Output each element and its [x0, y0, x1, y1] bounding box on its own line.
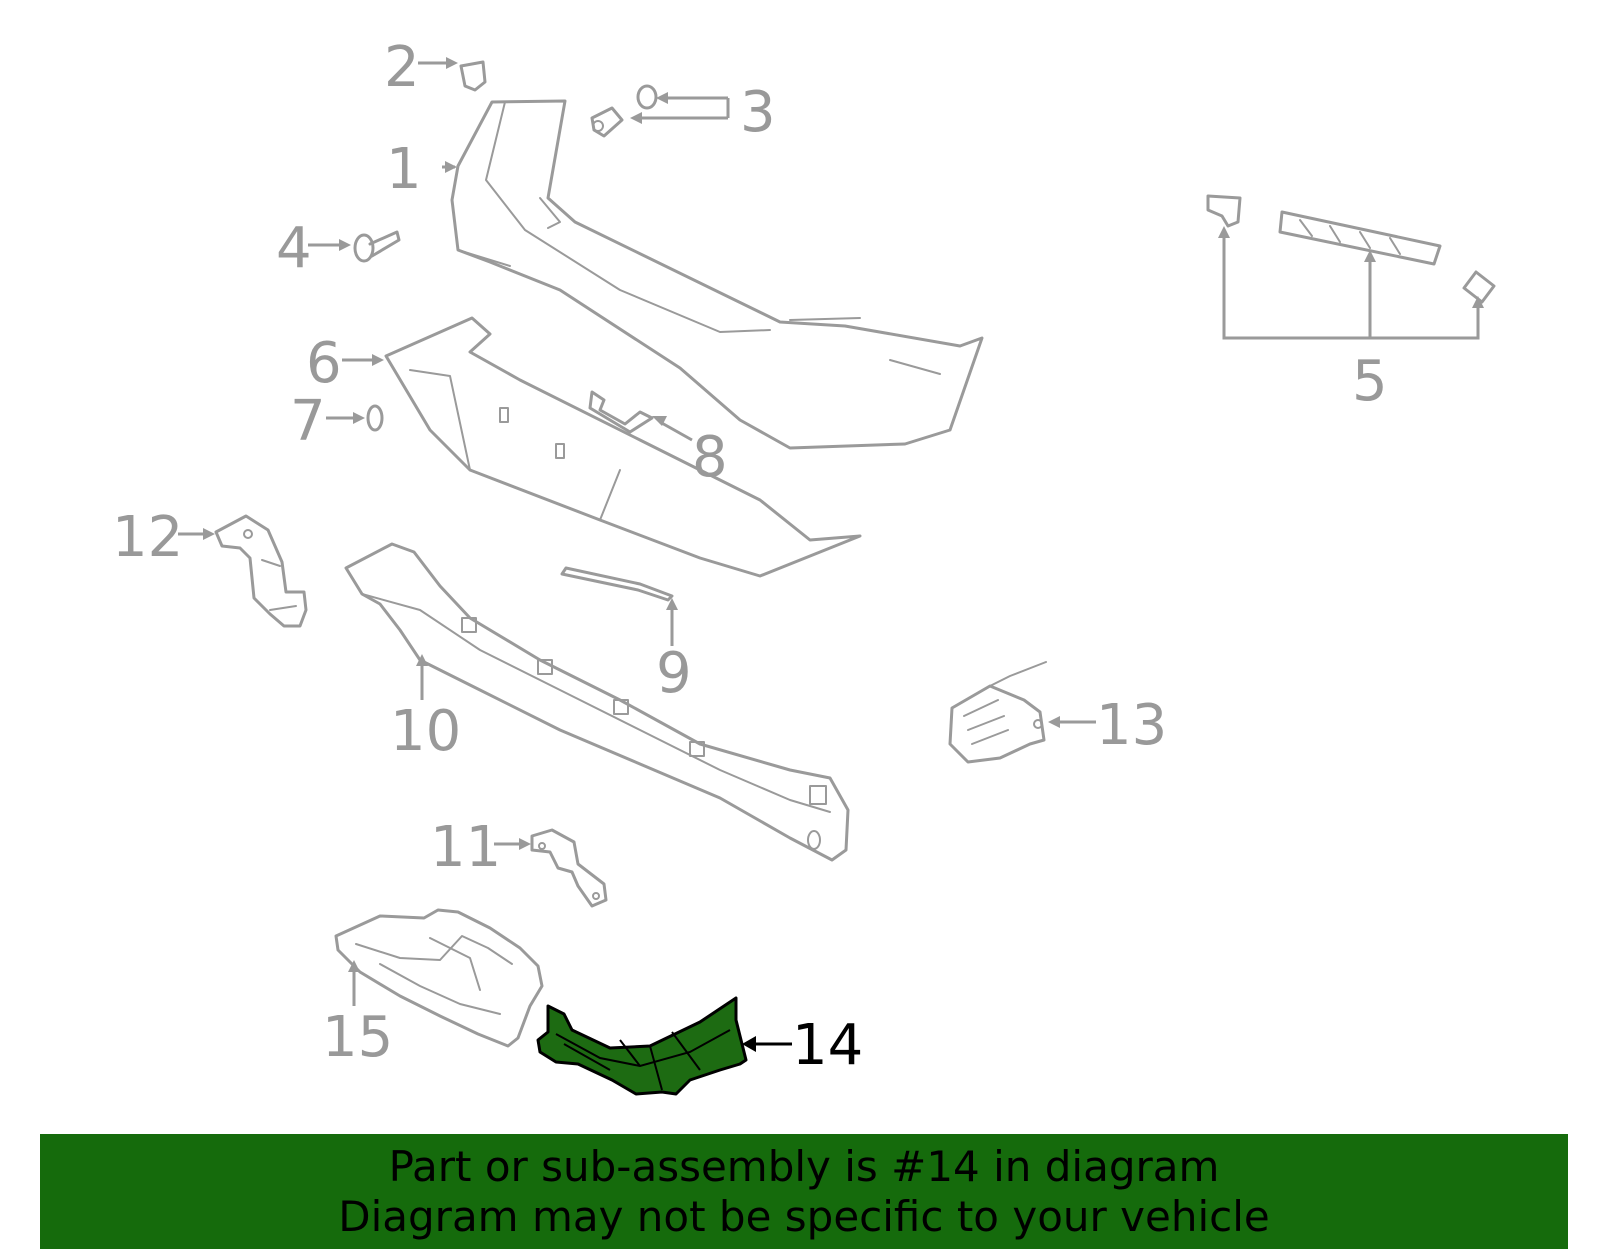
banner-line-1: Part or sub-assembly is #14 in diagram [388, 1142, 1220, 1191]
callout-6: 6 [306, 331, 342, 396]
part-15-splash-shield [334, 908, 544, 1048]
callout-1: 1 [386, 137, 422, 202]
part-2-clip [459, 60, 487, 92]
callout-3: 3 [740, 80, 776, 145]
part-9-trim-strip [560, 566, 674, 602]
callout-15: 15 [322, 1005, 393, 1070]
part-12-side-bracket [214, 514, 308, 628]
parts-diagram: 1 2 3 4 5 6 7 8 9 10 11 12 13 14 15 [112, 35, 1496, 1096]
part-13-sensor [948, 661, 1047, 764]
part-6-valance [384, 316, 862, 578]
callout-7: 7 [290, 389, 326, 454]
callout-10: 10 [390, 699, 461, 764]
part-14-highlighted [536, 996, 748, 1096]
part-4-screw [353, 230, 401, 263]
part-11-bracket [530, 828, 608, 908]
part-8-bracket [588, 390, 654, 434]
callout-14-highlighted: 14 [792, 1013, 863, 1078]
part-3-nut-washer [590, 84, 658, 138]
callout-4: 4 [276, 216, 312, 281]
info-banner: Part or sub-assembly is #14 in diagram D… [40, 1134, 1568, 1249]
callout-12: 12 [112, 505, 183, 570]
callout-2: 2 [384, 35, 420, 100]
part-5-brackets [1206, 194, 1496, 304]
callout-5: 5 [1352, 349, 1388, 414]
leader-lines [178, 57, 1484, 1052]
callout-11: 11 [430, 815, 501, 880]
part-1-bumper-cover [450, 99, 984, 450]
part-7-grommet [366, 404, 384, 432]
part-10-impact-bar [344, 542, 850, 862]
callout-8: 8 [692, 425, 728, 490]
banner-line-2: Diagram may not be specific to your vehi… [338, 1192, 1270, 1241]
callout-9: 9 [656, 641, 692, 706]
callout-13: 13 [1096, 693, 1167, 758]
